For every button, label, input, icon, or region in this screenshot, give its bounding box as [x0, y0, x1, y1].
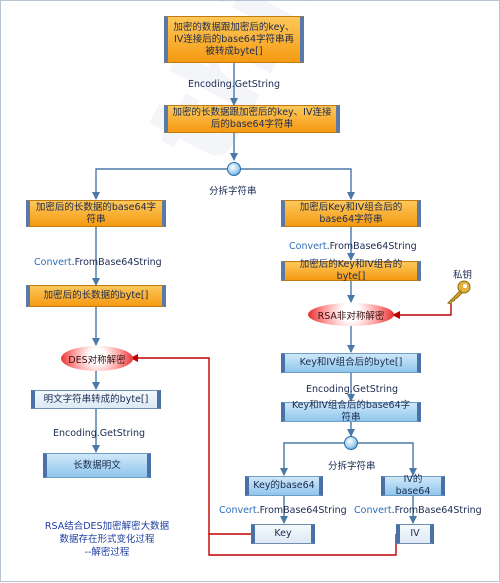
split-string-right-label: 分拆字符串	[328, 461, 376, 472]
keyiv-base64-string-node: Key和IV组合后的base64字符串	[281, 400, 421, 423]
convert-frombase64-key-label: Convert.FromBase64String	[219, 505, 347, 516]
private-key-icon	[443, 279, 473, 305]
iv-base64-node: IV的base64	[381, 474, 445, 497]
encoding-getstring-right-label: Encoding.GetString	[306, 384, 399, 395]
encoding-getstring-left-label: Encoding.GetString	[53, 428, 146, 439]
caption-line-2: 数据存在形式变化过程	[59, 534, 155, 545]
split-string-label: 分拆字符串	[209, 186, 257, 197]
convert-frombase64-iv-label: Convert.FromBase64String	[354, 505, 482, 516]
split-junction-right-icon	[344, 436, 358, 450]
long-data-plaintext-node: 长数据明文	[43, 453, 151, 478]
encrypted-bytes-node: 加密的数据跟加密后的key、IV连接后的base64字符串再被转成byte[]	[164, 16, 304, 63]
keyiv-encrypted-bytes-node: 加密后的Key和IV组合的byte[]	[281, 259, 421, 282]
key-node: Key	[251, 524, 315, 544]
keyiv-base64-node: 加密后Key和IV组合后的base64字符串	[281, 200, 421, 227]
rsa-decrypt-node: RSA非对称解密	[308, 303, 394, 326]
iv-node: IV	[396, 524, 434, 544]
keyiv-bytes-node: Key和IV组合后的byte[]	[281, 353, 421, 373]
private-key-label: 私钥	[453, 270, 473, 281]
caption-line-3: --解密过程	[84, 547, 130, 558]
split-junction-icon	[227, 162, 241, 176]
combined-base64-string-node: 加密的长数据跟加密后的key、IV连接后的base64字符串	[164, 105, 340, 133]
convert-frombase64-right-label: Convert.FromBase64String	[289, 241, 417, 252]
diagram-caption: RSA结合DES加密解密大数据 数据存在形式变化过程 --解密过程	[23, 520, 191, 559]
long-data-bytes-node: 加密后的长数据的byte[]	[26, 285, 166, 307]
plaintext-bytes-node: 明文字符串转成的byte[]	[31, 390, 161, 409]
encoding-getstring-label: Encoding.GetString	[188, 79, 281, 90]
long-data-base64-node: 加密后的长数据的base64字符串	[26, 200, 166, 227]
des-decrypt-node: DES对称解密	[61, 346, 133, 371]
convert-frombase64-left-label: Convert.FromBase64String	[34, 257, 162, 268]
caption-line-1: RSA结合DES加密解密大数据	[44, 521, 170, 532]
key-base64-node: Key的base64	[245, 476, 323, 496]
